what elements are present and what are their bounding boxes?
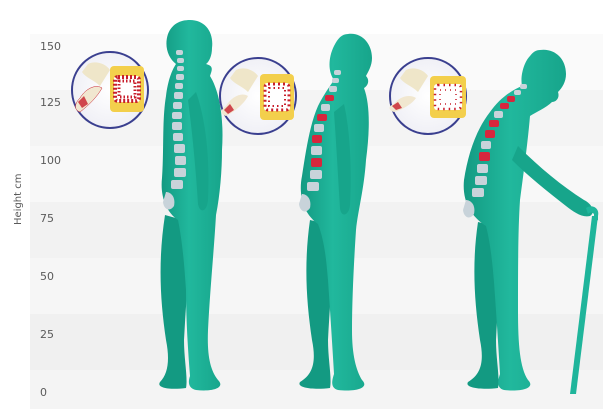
tick-label: 100: [40, 154, 61, 167]
bone-cross-section-icon: [72, 52, 148, 128]
tick-label: 75: [40, 212, 54, 225]
axis-label: Height cm: [13, 174, 24, 225]
tick-label: 150: [40, 40, 61, 53]
tick-label: 125: [40, 96, 61, 109]
tick-label: 50: [40, 270, 54, 283]
bone-cross-section-icon: [390, 58, 467, 134]
tick-label: 0: [40, 386, 47, 399]
bone-cross-section-icon: [220, 58, 296, 134]
tick-label: 25: [40, 328, 54, 341]
